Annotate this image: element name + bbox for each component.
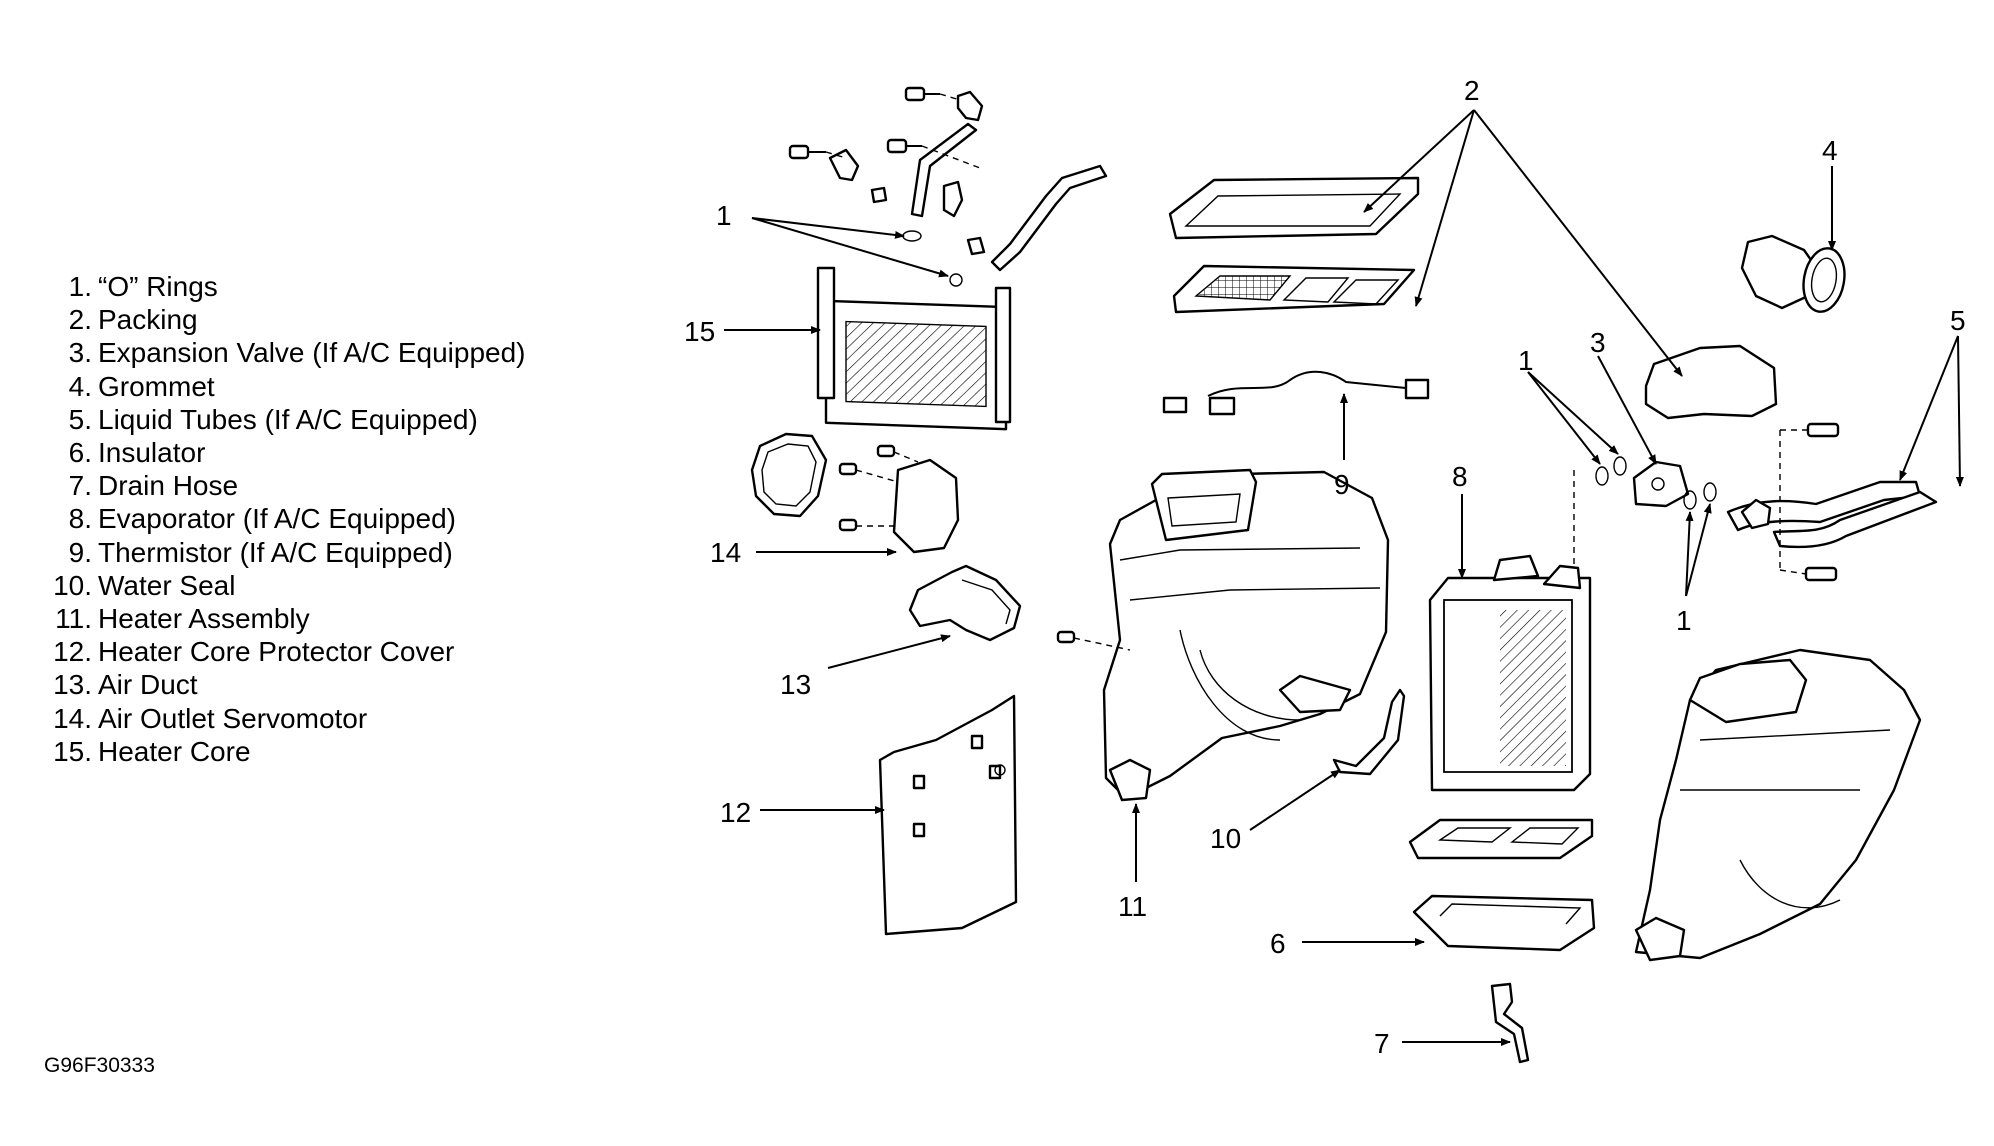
- legend-label: Grommet: [98, 370, 215, 402]
- legend-label: “O” Rings: [98, 271, 218, 302]
- legend-item: 7.Drain Hose: [48, 469, 526, 502]
- heater-pipes-drawing: [902, 122, 1108, 287]
- callout-3: 3: [1590, 327, 1606, 358]
- callout-14: 14: [710, 537, 741, 568]
- legend-number: 8.: [68, 503, 92, 535]
- legend-item: 15.Heater Core: [48, 735, 526, 768]
- legend-label: Heater Core: [98, 735, 251, 767]
- evaporator-cover-drawing: [1644, 344, 1778, 420]
- air-duct-drawing: [908, 564, 1022, 642]
- legend-label: Drain Hose: [98, 470, 239, 502]
- legend-label: Heater Assembly: [98, 603, 310, 635]
- legend-number: 7.: [68, 470, 92, 502]
- packing-drawing: [1168, 176, 1420, 314]
- legend-item: 5.Liquid Tubes (If A/C Equipped): [48, 403, 526, 436]
- callout-7: 7: [1374, 1028, 1390, 1059]
- legend-label: Packing: [98, 304, 198, 336]
- legend-item: 10.Water Seal: [48, 569, 526, 602]
- legend-label: Liquid Tubes (If A/C Equipped): [98, 403, 478, 435]
- leader-lines: [724, 109, 1964, 1046]
- callout-1-right-bottom: 1: [1676, 605, 1692, 636]
- callout-8: 8: [1452, 461, 1468, 492]
- water-seal-drawing: [1332, 688, 1406, 776]
- legend-label: Evaporator (If A/C Equipped): [98, 503, 456, 535]
- callout-6: 6: [1270, 928, 1286, 959]
- legend-label: Air Outlet Servomotor: [98, 702, 368, 734]
- callout-1-left: 1: [716, 200, 732, 231]
- legend-item: 8.Evaporator (If A/C Equipped): [48, 502, 526, 535]
- legend-number: 13.: [53, 669, 92, 701]
- legend-label: Heater Core Protector Cover: [98, 636, 455, 668]
- evaporator-drawing: [1428, 554, 1592, 792]
- legend-item: 9.Thermistor (If A/C Equipped): [48, 536, 526, 569]
- legend-item: 6.Insulator: [48, 436, 526, 469]
- legend-number: 6.: [68, 437, 92, 469]
- figure-code: G96F30333: [44, 1054, 155, 1077]
- legend-number: 5.: [68, 403, 92, 435]
- legend-item: 4.Grommet: [48, 370, 526, 403]
- legend-number: 10.: [53, 569, 92, 601]
- legend-item: 2.Packing: [48, 303, 526, 336]
- parts-legend: 1.“O” Rings 2.Packing 3.Expansion Valve …: [48, 270, 526, 768]
- callout-13: 13: [780, 669, 811, 700]
- heater-assembly-drawing: [1056, 468, 1390, 802]
- callout-10: 10: [1210, 823, 1241, 854]
- legend-label: Air Duct: [98, 669, 198, 701]
- protector-cover-drawing: [878, 694, 1018, 936]
- legend-label: Water Seal: [98, 569, 236, 601]
- legend-label: Expansion Valve (If A/C Equipped): [98, 337, 526, 369]
- legend-number: 15.: [53, 735, 92, 767]
- legend-number: 4.: [68, 370, 92, 402]
- legend-item: 13.Air Duct: [48, 668, 526, 701]
- legend-label: Thermistor (If A/C Equipped): [98, 536, 453, 568]
- callout-12: 12: [720, 797, 751, 828]
- legend-number: 11.: [55, 603, 92, 635]
- liquid-tubes-drawing: [1726, 422, 1938, 582]
- legend-item: 1.“O” Rings: [48, 270, 526, 303]
- legend-number: 14.: [53, 702, 92, 734]
- callout-4: 4: [1822, 135, 1838, 166]
- legend-number: 1.: [68, 271, 92, 302]
- legend-item: 12.Heater Core Protector Cover: [48, 635, 526, 668]
- servomotor-drawing: [750, 432, 960, 554]
- grommet-drawing: [1740, 234, 1846, 313]
- clamps-screws-drawing: [788, 86, 986, 256]
- legend-item: 14.Air Outlet Servomotor: [48, 702, 526, 735]
- legend-number: 12.: [53, 636, 92, 668]
- assembled-heater-unit-drawing: [1634, 648, 1922, 962]
- legend-number: 9.: [68, 536, 92, 568]
- legend-label: Insulator: [98, 437, 206, 469]
- legend-item: 11.Heater Assembly: [48, 602, 526, 635]
- callout-15: 15: [684, 316, 715, 347]
- callout-1-right-top: 1: [1518, 345, 1534, 376]
- callout-11: 11: [1118, 891, 1147, 922]
- expansion-valve-drawing: [1573, 456, 1717, 568]
- legend-number: 2.: [68, 304, 92, 336]
- insulator-drawing: [1408, 818, 1596, 952]
- callout-2: 2: [1464, 75, 1480, 106]
- legend-number: 3.: [68, 337, 92, 369]
- thermistor-drawing: [1162, 370, 1430, 416]
- drain-hose-drawing: [1490, 982, 1530, 1064]
- callout-9: 9: [1334, 469, 1350, 500]
- callout-5: 5: [1950, 305, 1966, 336]
- heater-core-drawing: [816, 266, 1012, 431]
- legend-item: 3.Expansion Valve (If A/C Equipped): [48, 336, 526, 369]
